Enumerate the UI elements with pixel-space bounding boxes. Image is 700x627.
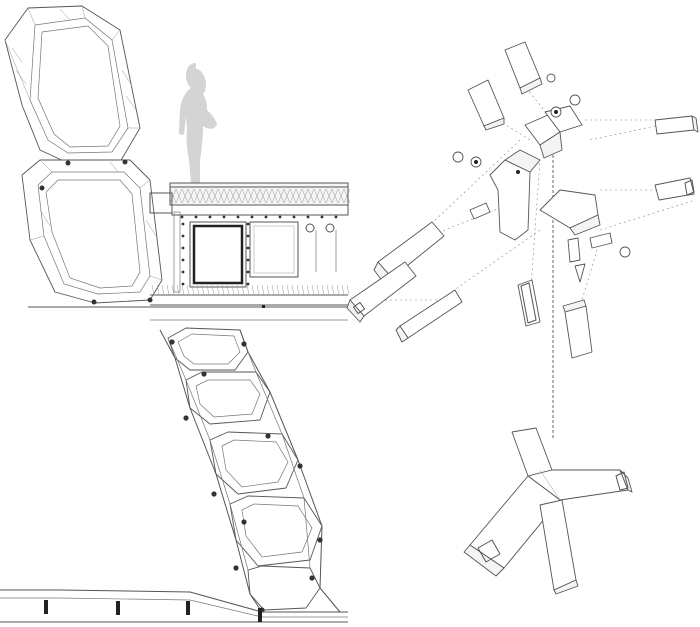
floor-section — [28, 182, 351, 321]
human-silhouette-icon — [178, 63, 217, 184]
assembled-node — [463, 427, 633, 595]
ground-line — [0, 589, 348, 623]
exploded-joint — [346, 41, 699, 595]
faceted-pod — [4, 5, 163, 305]
hexagon-column — [159, 327, 341, 613]
